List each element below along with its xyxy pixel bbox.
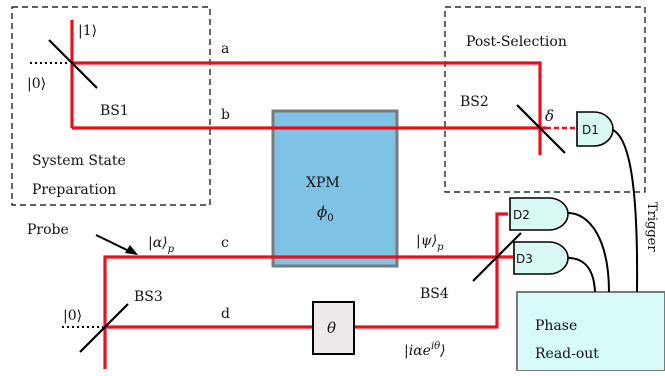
xpm-phase-label: ϕ0 — [317, 203, 334, 224]
mode-d-exit-path — [354, 257, 499, 329]
d2-cable — [567, 212, 610, 293]
mode-a-label: a — [221, 41, 229, 57]
detector-d1-label: D1 — [582, 123, 599, 137]
single-photon-state: |1⟩ — [78, 23, 97, 39]
system-preparation-box — [11, 6, 211, 206]
bs1-label: BS1 — [100, 103, 129, 119]
detector-d2-label: D2 — [513, 208, 530, 222]
phase-shifter-box — [312, 301, 355, 355]
delta-label: δ — [545, 107, 554, 125]
vacuum-state-bottom: |0⟩ — [63, 308, 82, 324]
vacuum-state-top: |0⟩ — [27, 76, 46, 92]
bs3-label: BS3 — [134, 289, 163, 305]
detector-d3-label: D3 — [516, 252, 533, 266]
post-selection-label: Post-Selection — [466, 34, 567, 50]
bs4-splitter — [472, 232, 522, 282]
d3-cable — [567, 257, 596, 293]
bs4-label: BS4 — [420, 286, 449, 302]
detector-d2 — [509, 197, 569, 231]
psi-state: |ψ⟩p — [416, 233, 444, 253]
phase-readout-box — [516, 291, 665, 372]
bs2-splitter — [516, 104, 566, 154]
alpha-state: |α⟩p — [148, 235, 175, 255]
trigger-label: Trigger — [644, 202, 659, 252]
detector-d3 — [513, 241, 569, 275]
probe-arrowhead — [125, 245, 138, 255]
i-alpha-state: |iαeiθ⟩ — [404, 341, 446, 359]
system-preparation-line2: Preparation — [32, 182, 116, 198]
bs2-label: BS2 — [460, 94, 489, 110]
d1-cable — [612, 129, 639, 293]
mode-b-label: b — [221, 107, 230, 123]
probe-label: Probe — [27, 222, 69, 238]
phase-readout-line1: Phase — [535, 318, 577, 334]
probe-arrow — [95, 234, 132, 253]
bs1-splitter — [48, 39, 98, 89]
xpm-box — [271, 109, 399, 268]
bs3-splitter — [79, 303, 129, 353]
phase-readout-line2: Read-out — [535, 346, 599, 362]
detector-cables — [567, 129, 639, 293]
phase-shifter-label: θ — [327, 319, 336, 337]
detector-d1 — [576, 111, 614, 147]
mode-a-path — [72, 61, 542, 155]
xpm-label: XPM — [306, 175, 340, 191]
system-preparation-line1: System State — [32, 153, 126, 169]
mode-c-label: c — [221, 235, 229, 251]
post-selection-box — [444, 6, 646, 193]
mode-d-label: d — [221, 306, 230, 322]
